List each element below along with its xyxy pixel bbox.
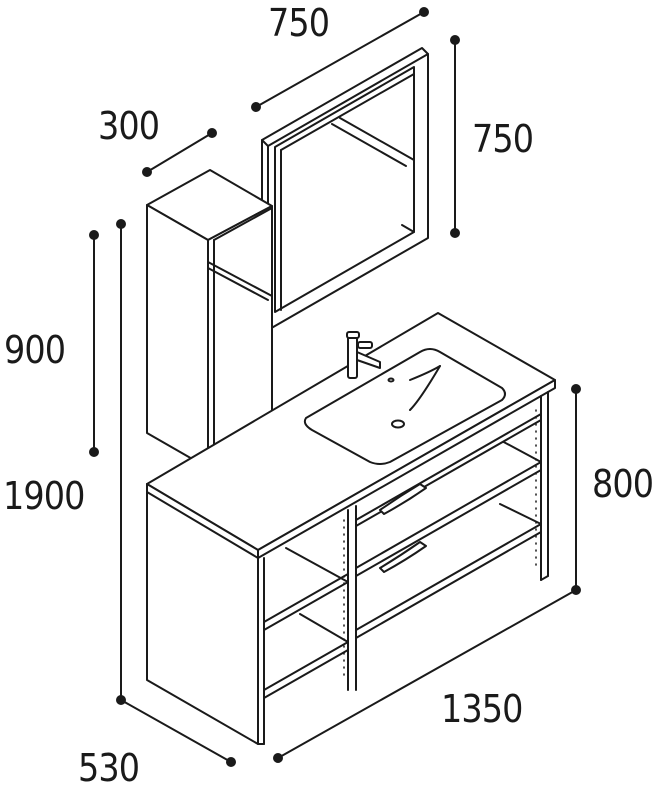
sink-basin [303, 348, 506, 465]
dim-line-cabinet-depth [146, 132, 213, 173]
label-cabinet-depth: 300 [98, 104, 160, 148]
label-total-width: 1350 [441, 687, 523, 731]
label-mirror-width: 750 [268, 1, 330, 45]
dim-line-mirror-width [255, 11, 425, 108]
dim-line-total-width [277, 589, 577, 759]
label-total-height: 1900 [3, 474, 85, 518]
dimension-lines [89, 7, 581, 767]
label-counter-height: 800 [592, 462, 654, 506]
label-mirror-height: 750 [472, 117, 534, 161]
dim-line-total-depth [120, 699, 232, 763]
faucet-icon [346, 331, 381, 379]
label-cabinet-height: 900 [4, 328, 66, 372]
label-total-depth: 530 [78, 746, 140, 790]
mirror [261, 47, 429, 331]
